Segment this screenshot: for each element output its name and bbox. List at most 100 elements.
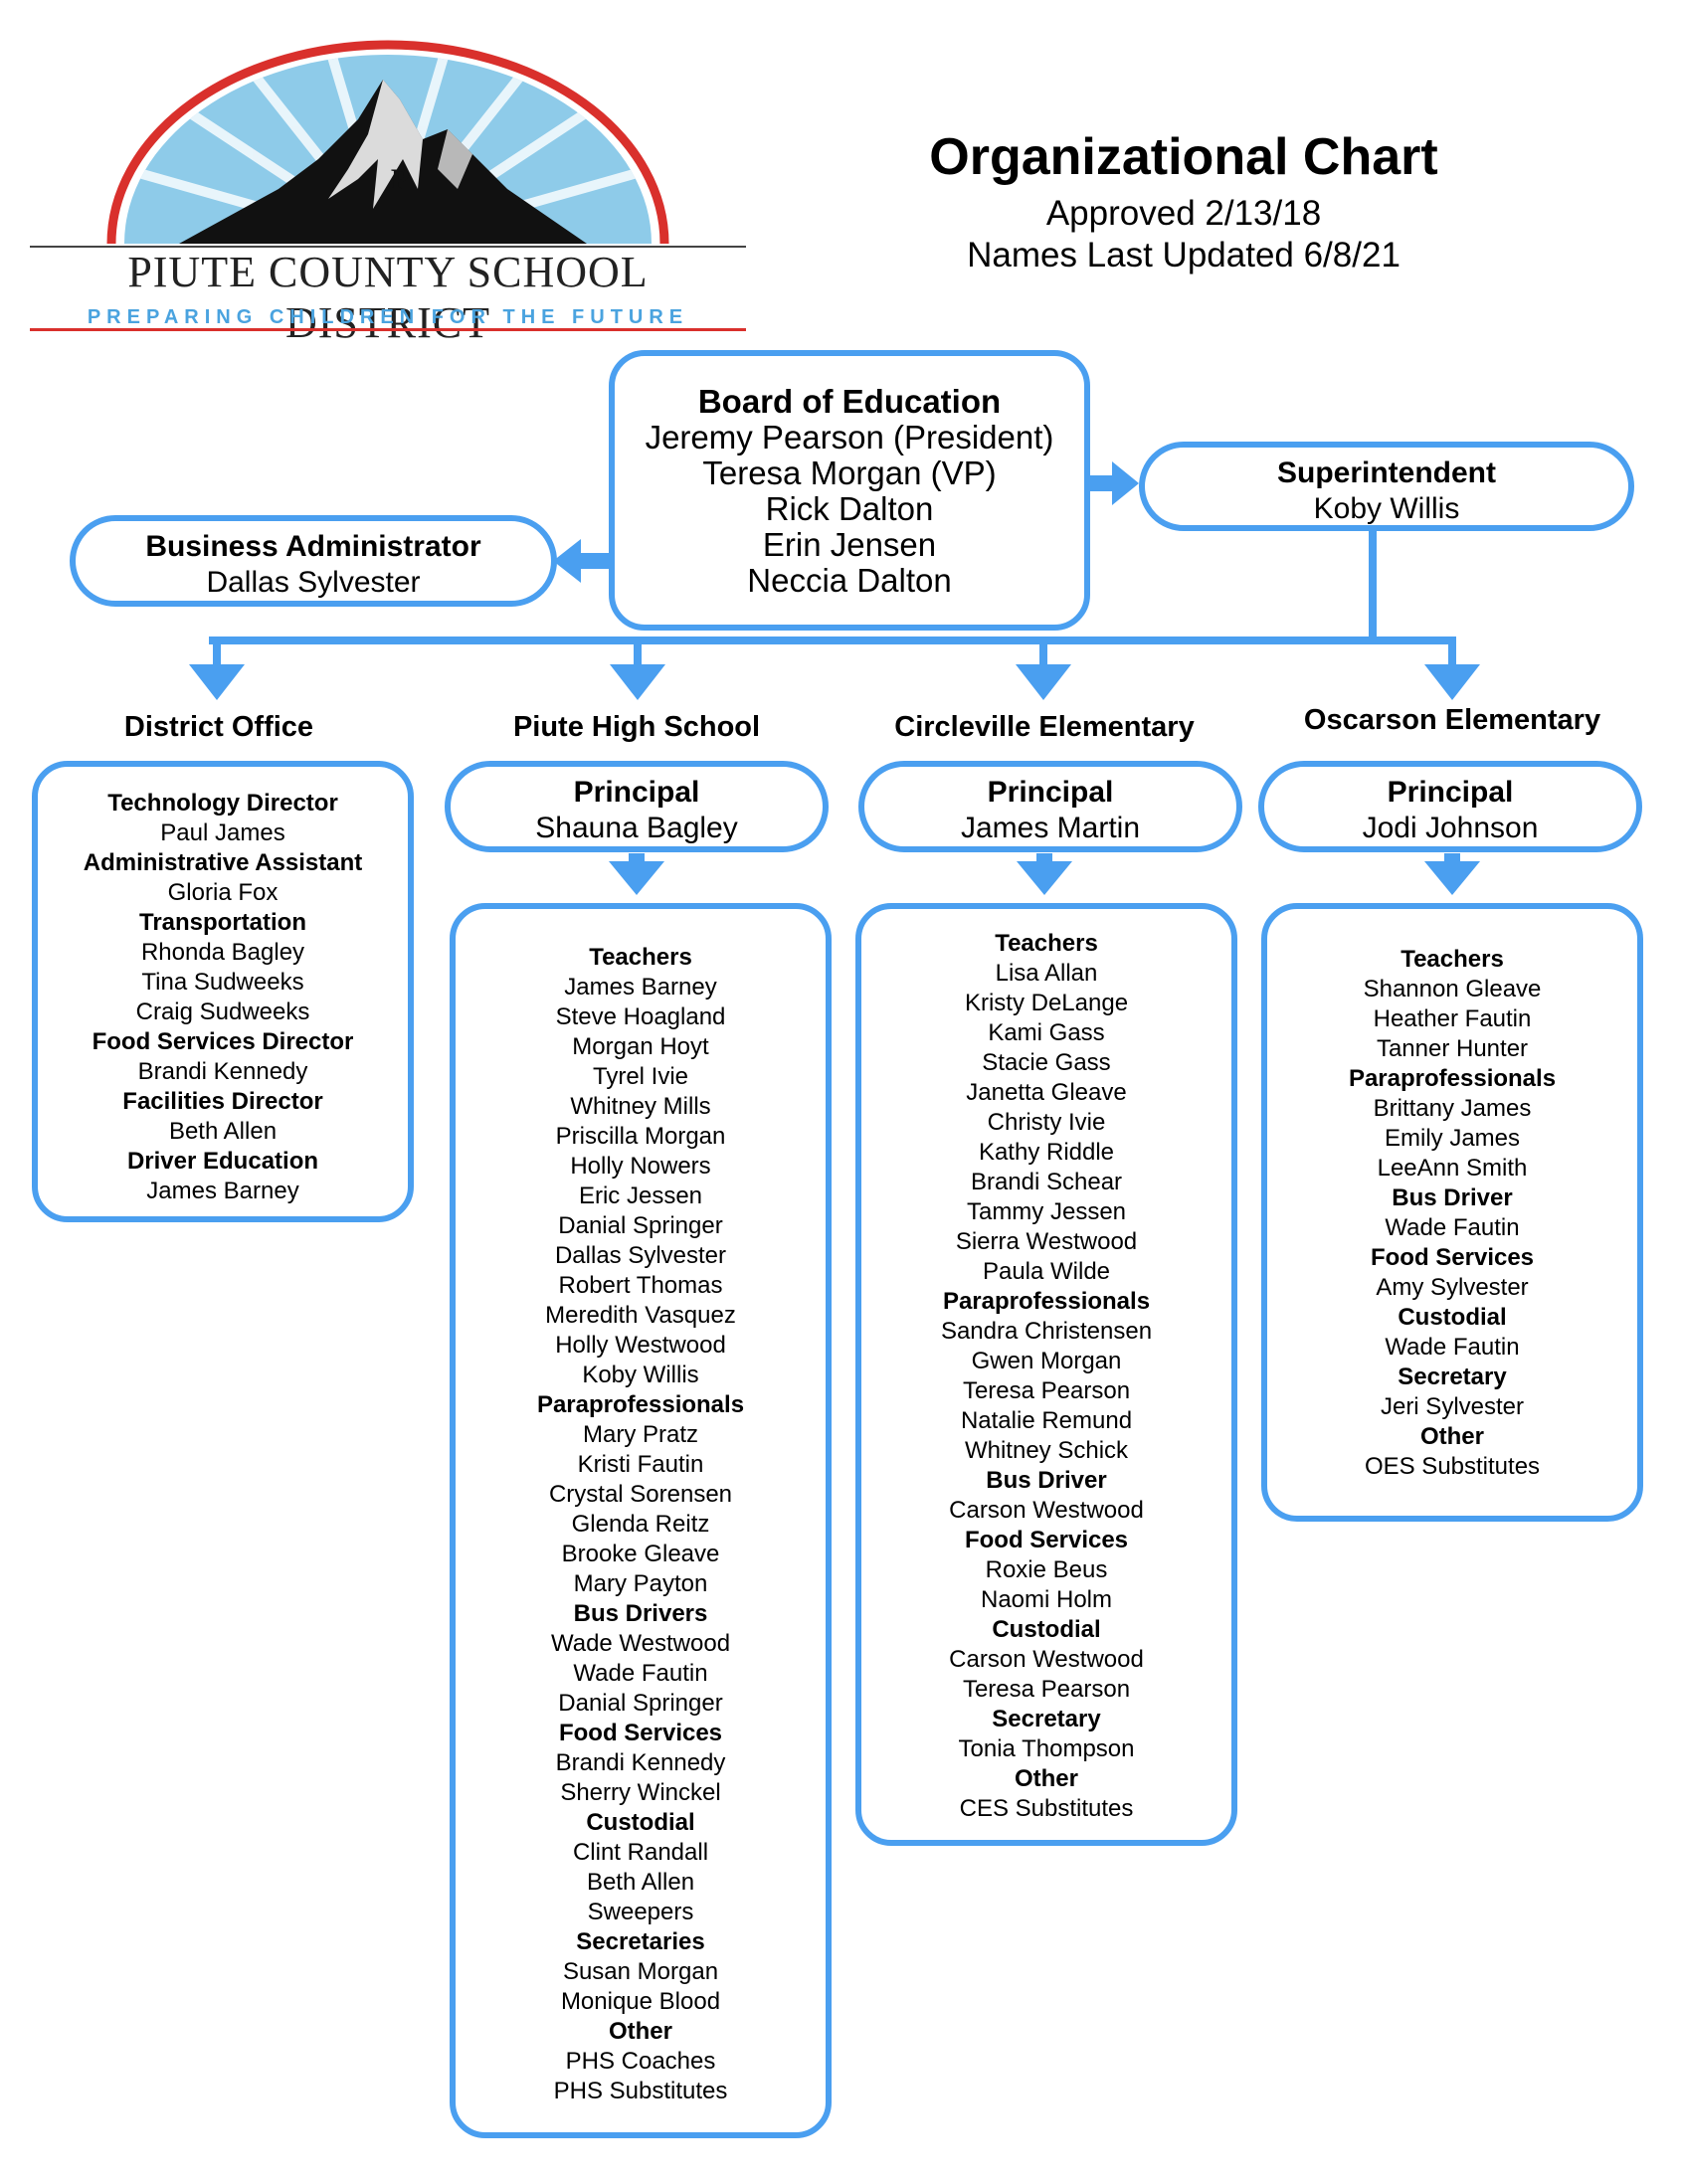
staff-name: Whitney Mills xyxy=(570,1093,711,1120)
board-member: Rick Dalton xyxy=(765,490,934,527)
staff-name: Rhonda Bagley xyxy=(140,939,305,966)
staff-name: Holly Nowers xyxy=(570,1153,711,1180)
staff-name: Tina Sudweeks xyxy=(141,969,304,996)
staff-name: Susan Morgan xyxy=(562,1958,719,1985)
staff-name: Heather Fautin xyxy=(1373,1005,1532,1032)
staff-name: Kami Gass xyxy=(988,1019,1105,1046)
logo-underline xyxy=(30,328,746,331)
staff-category-label: Driver Education xyxy=(126,1148,319,1175)
staff-name: Wade Westwood xyxy=(550,1630,731,1657)
staff-category-label: Secretaries xyxy=(576,1928,705,1955)
staff-name: Amy Sylvester xyxy=(1376,1274,1529,1301)
staff-name: Whitney Schick xyxy=(964,1437,1129,1464)
staff-category-label: Custodial xyxy=(992,1616,1101,1643)
approved-date: Approved 2/13/18 xyxy=(1045,194,1322,233)
business-administrator-box: Business Administrator Dallas Sylvester xyxy=(70,515,557,607)
staff-name: Lisa Allan xyxy=(995,960,1098,987)
staff-name: Emily James xyxy=(1384,1125,1521,1152)
staff-name: Sierra Westwood xyxy=(955,1228,1138,1255)
phs-principal-name: Shauna Bagley xyxy=(535,812,738,844)
staff-category-label: Administrative Assistant xyxy=(83,849,363,876)
staff-name: Morgan Hoyt xyxy=(572,1033,709,1060)
staff-category-label: Teachers xyxy=(589,944,692,971)
staff-name: Sweepers xyxy=(587,1899,694,1925)
staff-name: Mary Pratz xyxy=(582,1421,698,1448)
staff-name: Steve Hoagland xyxy=(555,1003,726,1030)
staff-name: Tanner Hunter xyxy=(1376,1035,1529,1062)
oscarson-heading: Oscarson Elementary xyxy=(1303,704,1601,736)
page-title: Organizational Chart xyxy=(929,128,1438,186)
staff-name: Gloria Fox xyxy=(167,879,279,906)
staff-category-label: Other xyxy=(1014,1765,1078,1792)
staff-name: Paul James xyxy=(160,819,285,846)
staff-name: PHS Substitutes xyxy=(553,2078,728,2104)
ces-principal-name: James Martin xyxy=(960,812,1141,844)
ces-principal-box: Principal James Martin xyxy=(858,761,1242,852)
staff-name: Priscilla Morgan xyxy=(555,1123,726,1150)
staff-name: Crystal Sorensen xyxy=(548,1481,733,1508)
staff-name: Beth Allen xyxy=(586,1869,695,1896)
mountain-logo-icon: P xyxy=(30,40,746,248)
staff-name: Tonia Thompson xyxy=(958,1735,1135,1762)
staff-category-label: Teachers xyxy=(1401,946,1504,973)
business-admin-name: Dallas Sylvester xyxy=(206,566,421,599)
staff-name: James Barney xyxy=(146,1178,299,1204)
staff-name: Danial Springer xyxy=(558,1690,723,1717)
superintendent-box: Superintendent Koby Willis xyxy=(1139,442,1634,531)
staff-name: Craig Sudweeks xyxy=(135,999,310,1025)
staff-name: Wade Fautin xyxy=(573,1660,708,1687)
board-member: Teresa Morgan (VP) xyxy=(702,455,997,491)
staff-category-label: Facilities Director xyxy=(122,1088,323,1115)
staff-name: Tyrel Ivie xyxy=(592,1063,689,1090)
district-logo: P PIUTE COUNTY SCHOOL DISTRICT PREPARING… xyxy=(30,40,746,347)
staff-name: Wade Fautin xyxy=(1385,1214,1520,1241)
phs-principal-label: Principal xyxy=(573,776,700,809)
board-of-education-box: Board of Education Jeremy Pearson (Presi… xyxy=(609,350,1090,631)
staff-name: Teresa Pearson xyxy=(962,1377,1131,1404)
staff-name: Dallas Sylvester xyxy=(554,1242,727,1269)
staff-name: PHS Coaches xyxy=(565,2048,716,2075)
staff-name: OES Substitutes xyxy=(1364,1453,1541,1480)
logo-mark: P xyxy=(391,163,409,196)
staff-category-label: Food Services xyxy=(964,1527,1129,1553)
staff-name: Sherry Winckel xyxy=(560,1779,721,1806)
staff-name: Carson Westwood xyxy=(949,1646,1144,1673)
staff-name: Robert Thomas xyxy=(558,1272,723,1299)
staff-category-label: Other xyxy=(608,2018,672,2045)
staff-name: Wade Fautin xyxy=(1385,1334,1520,1361)
staff-category-label: Bus Driver xyxy=(986,1467,1107,1494)
staff-name: Brittany James xyxy=(1373,1095,1532,1122)
board-member: Jeremy Pearson (President) xyxy=(645,419,1054,455)
staff-category-label: Food Services Director xyxy=(92,1028,354,1055)
staff-name: Kathy Riddle xyxy=(978,1139,1115,1166)
names-updated-date: Names Last Updated 6/8/21 xyxy=(967,236,1401,274)
staff-name: Glenda Reitz xyxy=(571,1511,710,1538)
staff-name: CES Substitutes xyxy=(959,1795,1134,1822)
staff-category-label: Other xyxy=(1419,1423,1484,1450)
staff-category-label: Bus Drivers xyxy=(573,1600,708,1627)
staff-category-label: Food Services xyxy=(1370,1244,1535,1271)
staff-name: Meredith Vasquez xyxy=(545,1302,736,1329)
staff-name: Koby Willis xyxy=(582,1362,699,1388)
staff-name: Brandi Kennedy xyxy=(137,1058,308,1085)
staff-category-label: Food Services xyxy=(558,1720,723,1746)
staff-name: Roxie Beus xyxy=(985,1556,1108,1583)
staff-name: Gwen Morgan xyxy=(971,1348,1122,1374)
staff-name: Beth Allen xyxy=(168,1118,278,1145)
staff-category-label: Secretary xyxy=(1398,1364,1507,1390)
staff-name: James Barney xyxy=(564,974,717,1001)
circleville-heading: Circleville Elementary xyxy=(894,711,1195,743)
staff-name: Teresa Pearson xyxy=(962,1676,1131,1703)
staff-category-label: Secretary xyxy=(992,1706,1101,1732)
business-admin-role: Business Administrator xyxy=(145,530,481,563)
staff-name: LeeAnn Smith xyxy=(1377,1155,1528,1182)
staff-name: Mary Payton xyxy=(573,1570,708,1597)
staff-name: Shannon Gleave xyxy=(1363,976,1542,1002)
